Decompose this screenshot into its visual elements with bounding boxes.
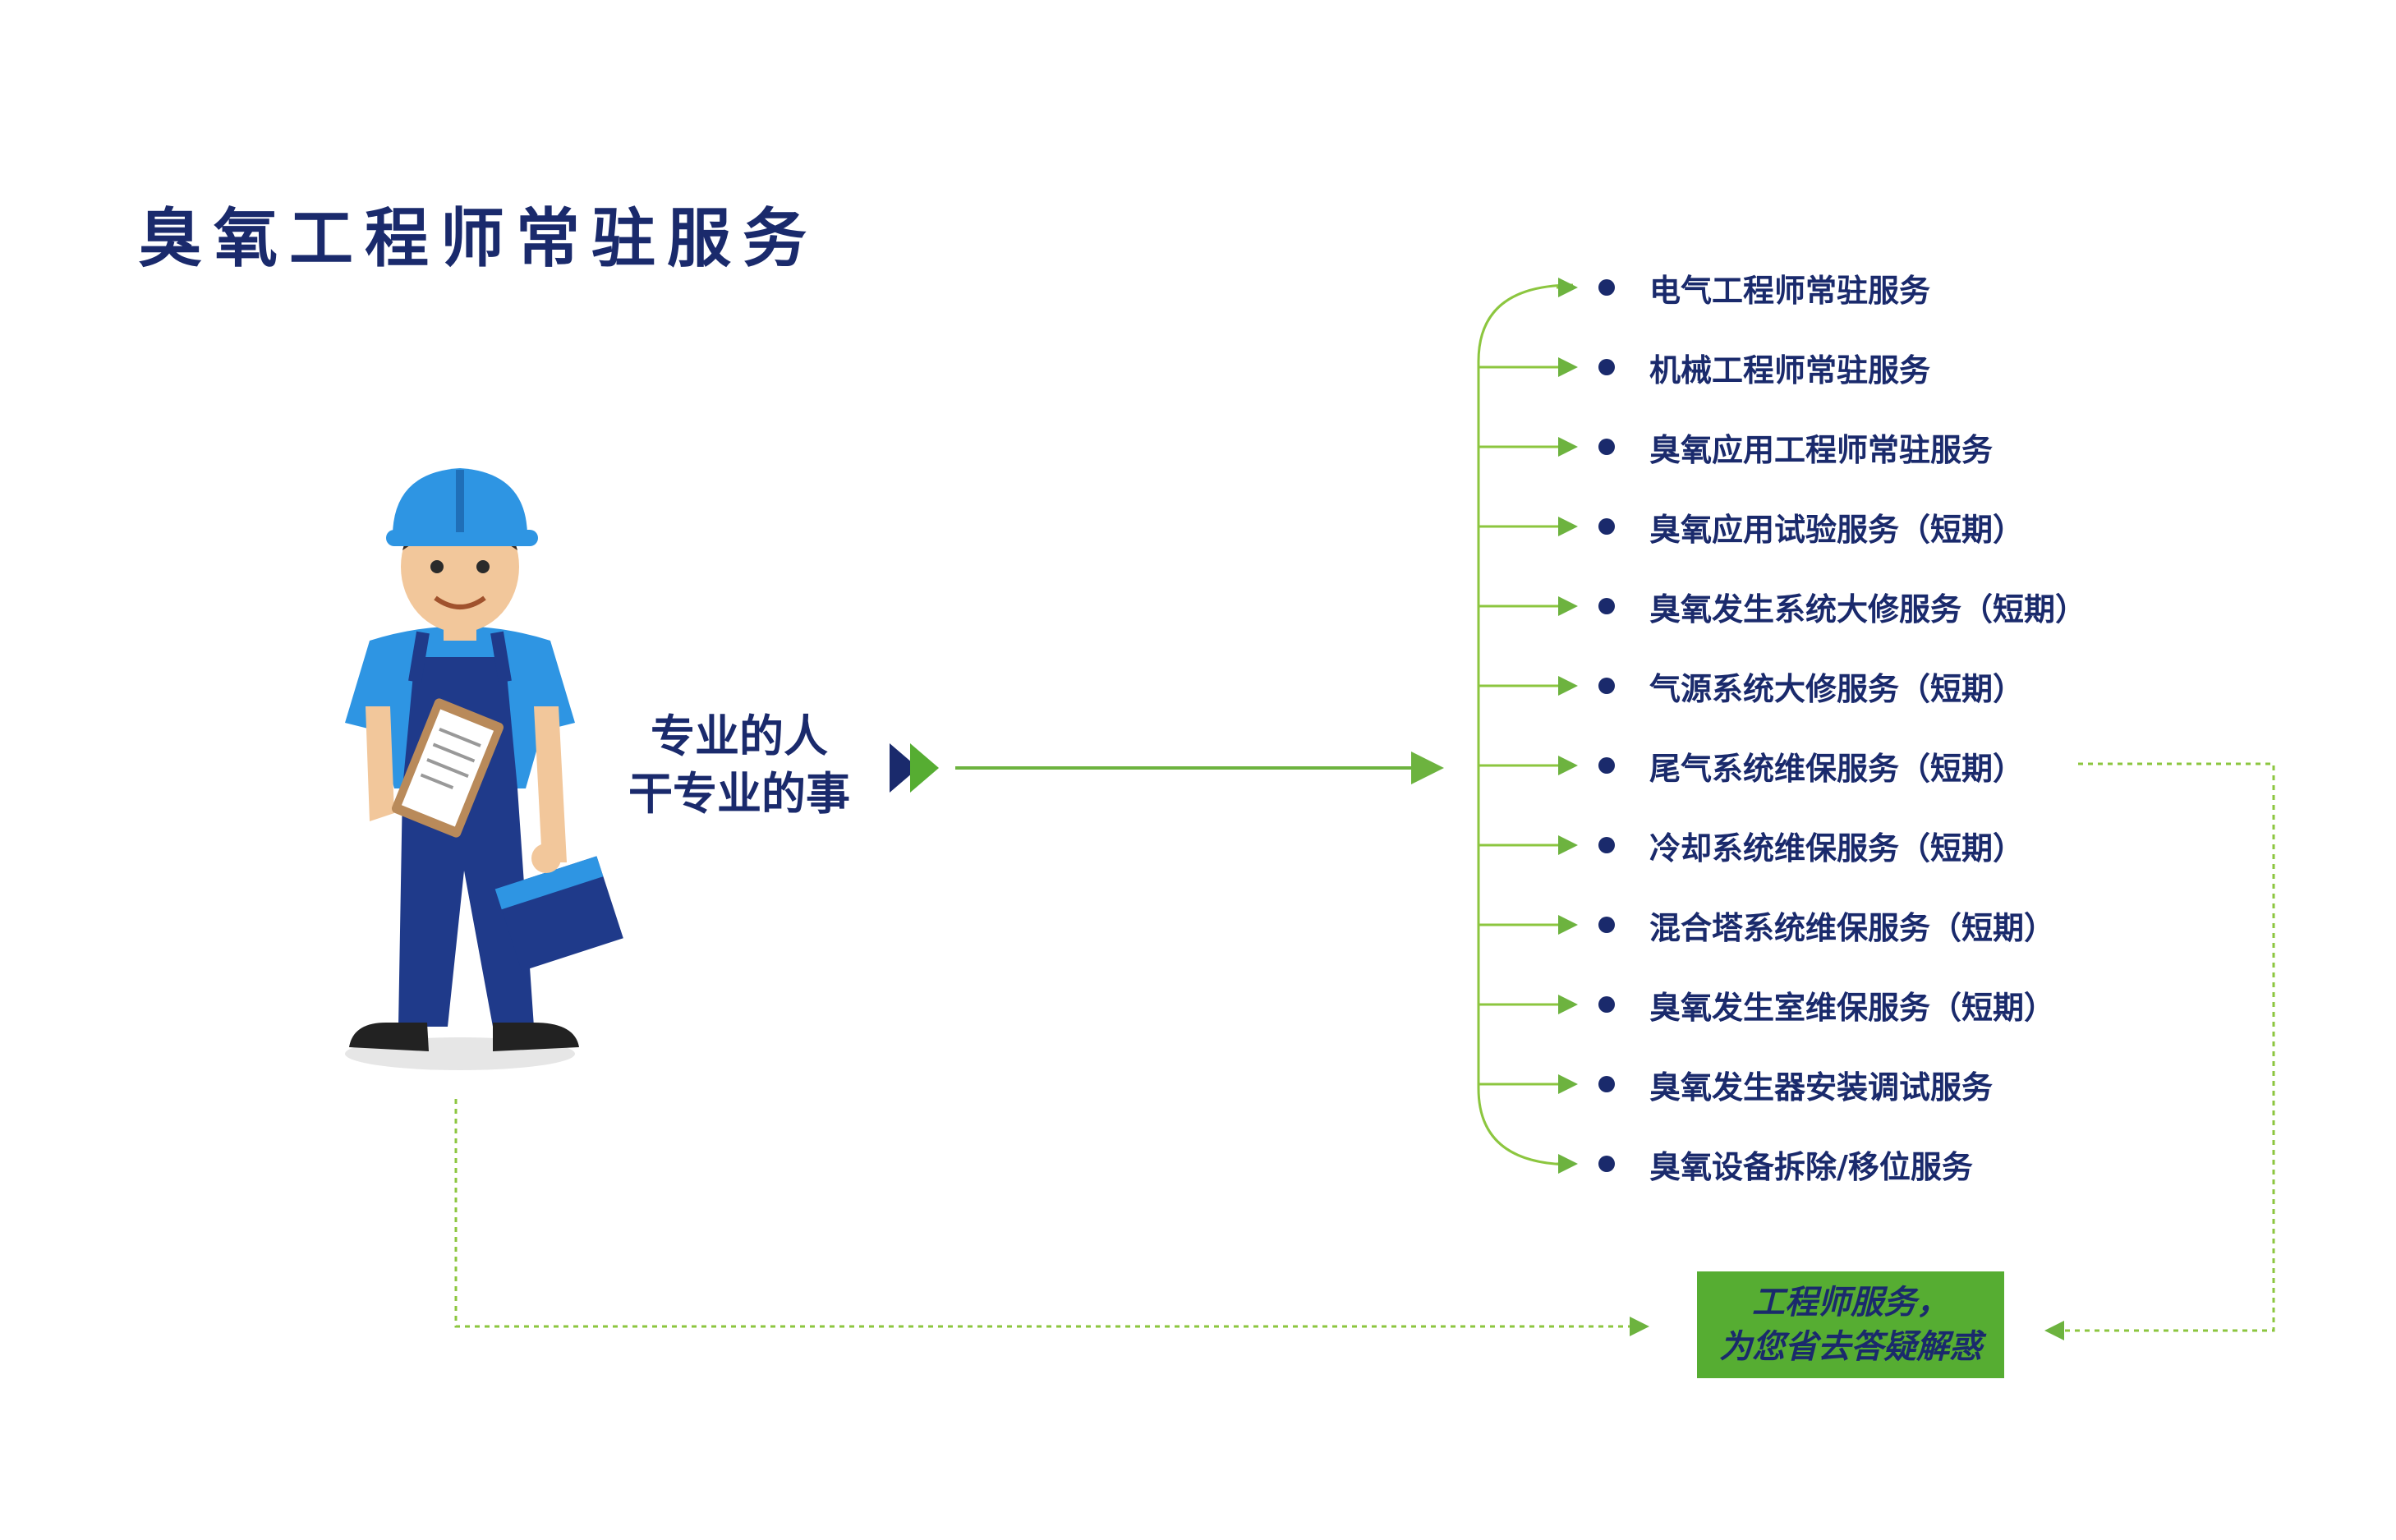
list-item: 机械工程师常驻服务 bbox=[1598, 342, 1930, 392]
service-label: 尾气系统维保服务（短期） bbox=[1649, 750, 2025, 787]
dashed-path-left bbox=[454, 1099, 1649, 1336]
service-label: 臭氧发生室维保服务（短期） bbox=[1649, 989, 2056, 1026]
bullet-dot bbox=[1598, 439, 1615, 455]
bullet-dot bbox=[1598, 1076, 1615, 1092]
list-item: 臭氧发生系统大修服务（短期） bbox=[1598, 582, 2086, 631]
service-label: 电气工程师常驻服务 bbox=[1649, 272, 1931, 309]
bullet-dot bbox=[1598, 996, 1615, 1013]
list-item: 电气工程师常驻服务 bbox=[1598, 263, 1930, 312]
service-label: 气源系统大修服务（短期） bbox=[1649, 670, 2025, 707]
list-item: 冷却系统维保服务（短期） bbox=[1598, 821, 2024, 870]
service-label: 臭氧应用工程师常驻服务 bbox=[1649, 431, 1994, 468]
bullet-dot bbox=[1598, 837, 1615, 853]
dashed-path-right bbox=[2044, 762, 2275, 1340]
cta-line-1: 工程师服务， bbox=[1752, 1284, 1949, 1322]
list-item: 臭氧应用试验服务（短期） bbox=[1598, 502, 2024, 551]
page-title: 臭氧工程师常驻服务 bbox=[138, 202, 819, 276]
list-item: 臭氧应用工程师常驻服务 bbox=[1598, 422, 1993, 471]
service-label: 臭氧发生器安装调试服务 bbox=[1649, 1069, 1994, 1106]
bullet-dot bbox=[1598, 518, 1615, 535]
list-item: 臭氧发生室维保服务（短期） bbox=[1598, 980, 2055, 1029]
cta-line-2: 为您省去答疑解惑 bbox=[1719, 1328, 1982, 1366]
slogan: 专业的人 干专业的事 bbox=[608, 708, 871, 823]
service-label: 臭氧设备拆除/移位服务 bbox=[1649, 1148, 1973, 1185]
service-label: 臭氧发生系统大修服务（短期） bbox=[1649, 591, 2087, 627]
service-label: 臭氧应用试验服务（短期） bbox=[1649, 511, 2025, 548]
list-item: 混合塔系统维保服务（短期） bbox=[1598, 900, 2055, 949]
list-item: 气源系统大修服务（短期） bbox=[1598, 661, 2024, 710]
slogan-line-1: 专业的人 bbox=[651, 710, 828, 762]
slogan-line-2: 干专业的事 bbox=[628, 768, 850, 820]
bullet-dot bbox=[1598, 678, 1615, 694]
cta-box: 工程师服务， 为您省去答疑解惑 bbox=[1697, 1271, 2004, 1378]
bullet-dot bbox=[1598, 757, 1615, 774]
double-chevron-right-icon bbox=[890, 743, 939, 793]
engineer-illustration bbox=[345, 468, 623, 1070]
bullet-dot bbox=[1598, 279, 1615, 296]
branch-bracket bbox=[1477, 283, 1574, 1166]
bullet-dot bbox=[1598, 917, 1615, 933]
service-label: 机械工程师常驻服务 bbox=[1649, 352, 1931, 388]
service-label: 冷却系统维保服务（短期） bbox=[1649, 830, 2025, 867]
list-item: 臭氧发生器安装调试服务 bbox=[1598, 1060, 1993, 1109]
bullet-dot bbox=[1598, 598, 1615, 614]
bullet-dot bbox=[1598, 359, 1615, 375]
bullet-dot bbox=[1598, 1156, 1615, 1172]
list-item: 臭氧设备拆除/移位服务 bbox=[1598, 1139, 1973, 1188]
branch-arrows bbox=[1479, 278, 1578, 1174]
service-label: 混合塔系统维保服务（短期） bbox=[1649, 909, 2056, 946]
list-item: 尾气系统维保服务（短期） bbox=[1598, 741, 2024, 790]
